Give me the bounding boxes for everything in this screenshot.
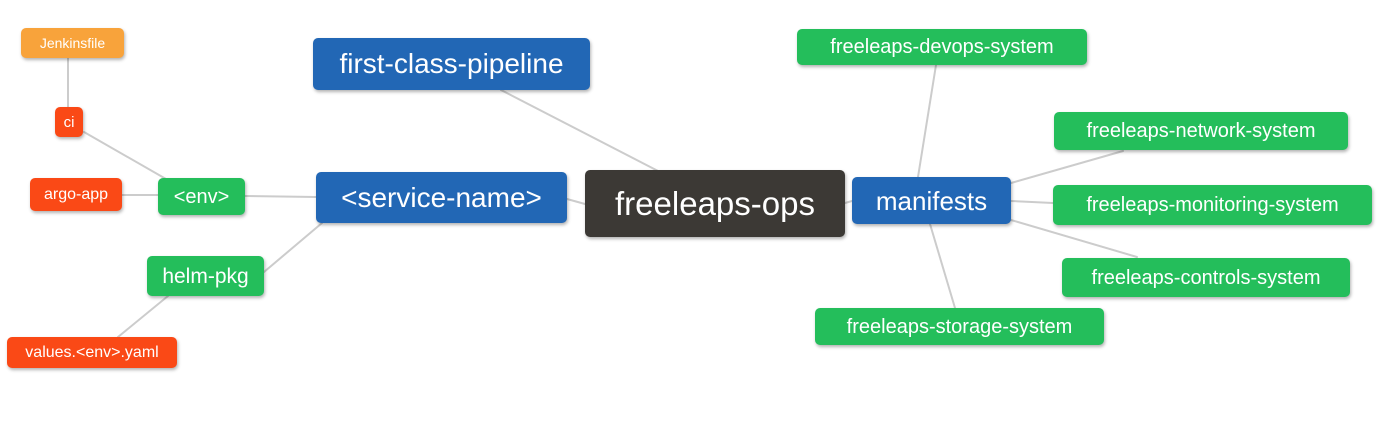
edge-manifests-freeleaps-network-system (1010, 150, 1124, 184)
edge-manifests-freeleaps-controls-system (1010, 219, 1138, 258)
node-values-env-yaml[interactable]: values.<env>.yaml (7, 337, 177, 368)
edge-service-name-freeleaps-ops (566, 198, 586, 205)
edge-helm-pkg-values-env-yaml (117, 295, 169, 338)
node-argo-app[interactable]: argo-app (30, 178, 122, 211)
edge-manifests-freeleaps-storage-system (929, 223, 956, 309)
node-freeleaps-devops-system[interactable]: freeleaps-devops-system (797, 29, 1087, 65)
node-service-name[interactable]: <service-name> (316, 172, 567, 223)
edge-env-service-name (244, 195, 317, 198)
edge-service-name-helm-pkg (263, 222, 323, 273)
node-freeleaps-monitoring-system[interactable]: freeleaps-monitoring-system (1053, 185, 1372, 225)
edge-manifests-freeleaps-devops-system (917, 64, 937, 178)
edge-first-class-pipeline-freeleaps-ops (500, 89, 661, 173)
node-freeleaps-network-system[interactable]: freeleaps-network-system (1054, 112, 1348, 150)
node-freeleaps-ops[interactable]: freeleaps-ops (585, 170, 845, 237)
edge-ci-env (83, 131, 167, 180)
node-freeleaps-controls-system[interactable]: freeleaps-controls-system (1062, 258, 1350, 297)
node-first-class-pipeline[interactable]: first-class-pipeline (313, 38, 590, 90)
node-ci[interactable]: ci (55, 107, 83, 137)
edge-manifests-freeleaps-monitoring-system (1010, 200, 1054, 204)
node-jenkinsfile[interactable]: Jenkinsfile (21, 28, 124, 58)
edge-freeleaps-ops-manifests (844, 200, 853, 204)
node-helm-pkg[interactable]: helm-pkg (147, 256, 264, 296)
node-env[interactable]: <env> (158, 178, 245, 215)
node-manifests[interactable]: manifests (852, 177, 1011, 224)
node-freeleaps-storage-system[interactable]: freeleaps-storage-system (815, 308, 1104, 345)
